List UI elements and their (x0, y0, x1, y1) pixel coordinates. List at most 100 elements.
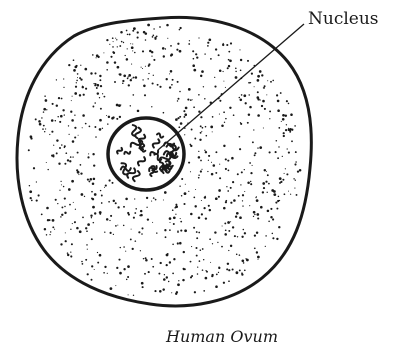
stipple-dot (180, 218, 181, 219)
stipple-dot (144, 273, 146, 275)
stipple-dot (201, 213, 203, 215)
stipple-dot (188, 191, 189, 192)
stipple-dot (142, 79, 143, 80)
stipple-dot (248, 94, 249, 95)
stipple-dot (193, 69, 196, 72)
stipple-dot (73, 69, 76, 72)
stipple-dot (52, 226, 54, 228)
stipple-dot (152, 36, 154, 38)
stipple-dot (209, 209, 211, 211)
stipple-dot (107, 123, 108, 124)
stipple-dot (190, 171, 191, 172)
stipple-dot (188, 88, 191, 91)
stipple-dot (239, 49, 240, 50)
stipple-dot (158, 273, 160, 275)
stipple-dot (116, 118, 118, 120)
stipple-dot (267, 210, 270, 213)
stipple-dot (184, 113, 187, 116)
stipple-dot (88, 180, 90, 182)
stipple-dot (295, 161, 297, 163)
stipple-dot (265, 235, 267, 237)
stipple-dot (177, 231, 179, 233)
stipple-dot (247, 122, 249, 124)
stipple-dot (69, 204, 71, 206)
stipple-dot (77, 152, 79, 154)
stipple-dot (35, 118, 37, 120)
stipple-dot (177, 242, 179, 244)
stipple-dot (82, 86, 83, 87)
stipple-dot (99, 119, 102, 122)
stipple-dot (104, 232, 105, 233)
stipple-dot (126, 30, 128, 32)
stipple-dot (194, 138, 196, 140)
stipple-dot (256, 231, 258, 233)
stipple-dot (71, 119, 74, 122)
stipple-dot (173, 223, 175, 225)
stipple-dot (96, 87, 98, 89)
stipple-dot (107, 273, 108, 274)
stipple-dot (57, 203, 58, 204)
stipple-dot (240, 184, 241, 185)
figure-caption: Human Ovum (165, 327, 278, 346)
stipple-dot (128, 74, 131, 77)
stipple-dot (277, 100, 280, 103)
stipple-dot (175, 205, 178, 208)
stipple-dot (71, 100, 72, 101)
stipple-dot (50, 231, 51, 232)
stipple-dot (177, 81, 179, 83)
stipple-dot (190, 261, 192, 263)
stipple-dot (240, 123, 242, 125)
stipple-dot (239, 136, 241, 138)
stipple-dot (205, 277, 208, 280)
stipple-dot (103, 52, 104, 53)
stipple-dot (163, 278, 166, 281)
stipple-dot (140, 250, 141, 251)
stipple-dot (30, 197, 32, 199)
stipple-dot (172, 244, 174, 246)
stipple-dot (219, 114, 220, 115)
stipple-dot (203, 86, 204, 87)
stipple-dot (172, 209, 174, 211)
stipple-dot (272, 237, 274, 239)
stipple-dot (270, 208, 272, 210)
stipple-dot (154, 290, 156, 292)
stipple-dot (189, 40, 190, 41)
stipple-dot (230, 42, 232, 44)
stipple-dot (225, 201, 227, 203)
stipple-dot (108, 201, 110, 203)
stipple-dot (85, 88, 87, 90)
stipple-dot (74, 92, 77, 95)
stipple-dot (99, 79, 101, 81)
stipple-dot (257, 75, 260, 78)
stipple-dot (92, 153, 94, 155)
stipple-dot (285, 168, 286, 169)
stipple-dot (286, 124, 287, 125)
stipple-dot (183, 268, 185, 270)
stipple-dot (134, 52, 136, 54)
stipple-dot (135, 240, 137, 242)
stipple-dot (162, 47, 165, 50)
stipple-dot (198, 232, 200, 234)
stipple-dot (183, 110, 185, 112)
stipple-dot (114, 61, 116, 63)
stipple-dot (270, 216, 272, 218)
stipple-dot (206, 135, 208, 137)
stipple-dot (185, 184, 186, 185)
stipple-dot (254, 154, 256, 156)
stipple-dot (73, 202, 74, 203)
stipple-dot (215, 197, 218, 200)
stipple-dot (208, 38, 211, 41)
stipple-dot (56, 79, 57, 80)
stipple-dot (145, 259, 148, 262)
stipple-dot (85, 259, 87, 261)
stipple-dot (226, 268, 228, 270)
stipple-dot (204, 53, 205, 54)
stipple-dot (217, 242, 218, 243)
stipple-dot (198, 175, 199, 176)
stipple-dot (162, 288, 164, 290)
stipple-dot (257, 147, 258, 148)
stipple-dot (268, 183, 270, 185)
stipple-dot (244, 269, 246, 271)
stipple-dot (125, 55, 126, 56)
stipple-dot (67, 159, 69, 161)
